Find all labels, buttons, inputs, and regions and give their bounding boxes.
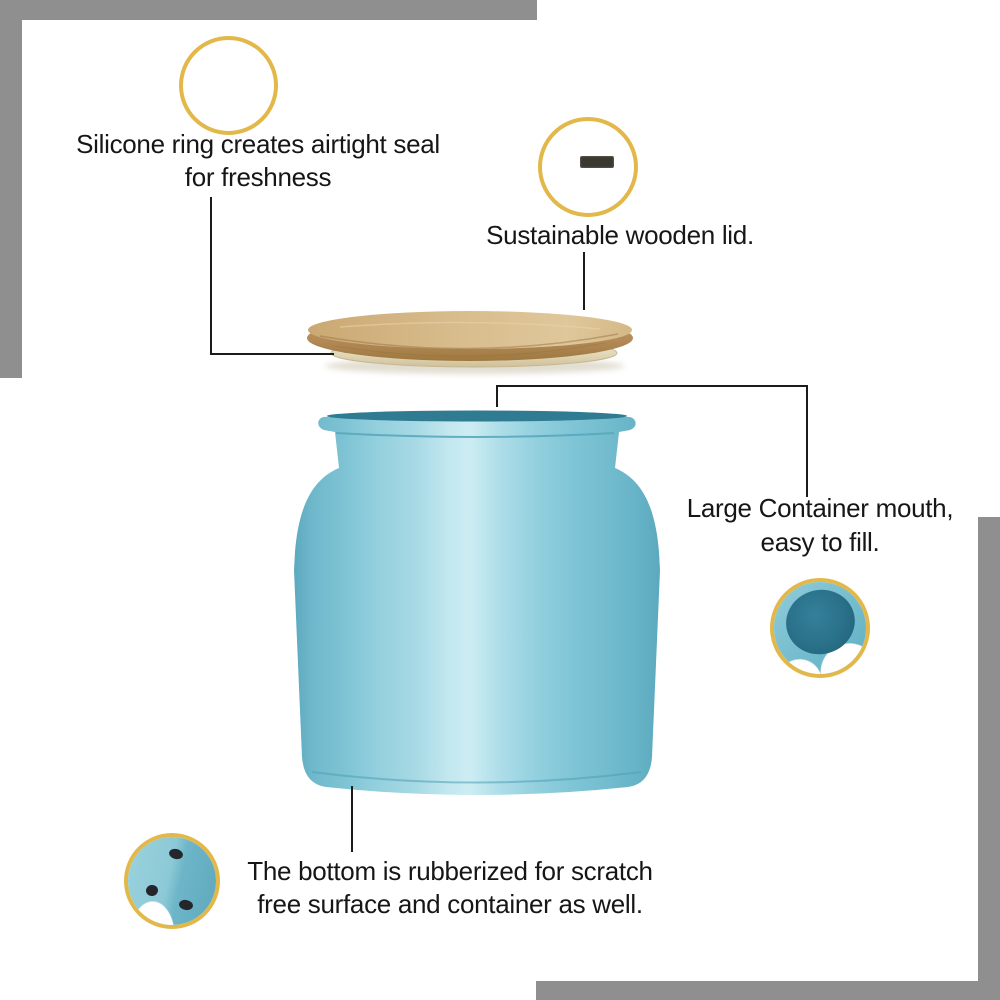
rubber-foot <box>168 847 185 861</box>
rubber-foot <box>144 883 159 897</box>
wooden-lid-side-view <box>307 311 633 374</box>
container-mouth-opening <box>778 582 863 663</box>
caption-line: Large Container mouth, <box>686 493 954 523</box>
decor-bar-bottom <box>536 981 1000 1000</box>
caption-line: Silicone ring creates airtight seal <box>76 129 440 159</box>
decor-bar-top <box>0 0 537 20</box>
callout-line-bottom <box>351 786 353 852</box>
container-mouth-closeup-inset <box>770 578 870 678</box>
callout-line-mouth-tick <box>496 386 498 407</box>
container-body <box>294 410 660 795</box>
silicone-ring-closeup-inset <box>179 36 278 135</box>
wooden-lid-top-closeup-photo <box>542 121 634 213</box>
rubberized-bottom-closeup-photo <box>128 837 216 925</box>
rubber-foot <box>178 899 194 912</box>
caption-line: The bottom is rubberized for scratch <box>247 856 653 886</box>
caption-rubberized-bottom: The bottom is rubberized for scratch fre… <box>225 855 675 921</box>
caption-line: free surface and container as well. <box>257 889 643 919</box>
callout-line-lid <box>583 252 585 310</box>
silicone-ring-closeup-photo <box>183 40 274 131</box>
decor-bar-right <box>978 517 1000 1000</box>
caption-container-mouth: Large Container mouth, easy to fill. <box>650 491 990 559</box>
callout-line-silicone <box>210 197 334 355</box>
callout-line-mouth <box>496 385 808 497</box>
caption-line: easy to fill. <box>760 527 880 557</box>
caption-line: for freshness <box>184 162 332 192</box>
container-mouth-closeup-photo <box>774 582 866 674</box>
caption-wooden-lid: Sustainable wooden lid. <box>460 219 780 252</box>
rubberized-bottom-closeup-inset <box>124 833 220 929</box>
decor-bar-left <box>0 0 22 378</box>
brand-stamp <box>579 155 614 168</box>
caption-silicone-seal: Silicone ring creates airtight seal for … <box>38 128 478 194</box>
caption-line: Sustainable wooden lid. <box>486 220 754 250</box>
wooden-lid-top-closeup-inset <box>538 117 638 217</box>
